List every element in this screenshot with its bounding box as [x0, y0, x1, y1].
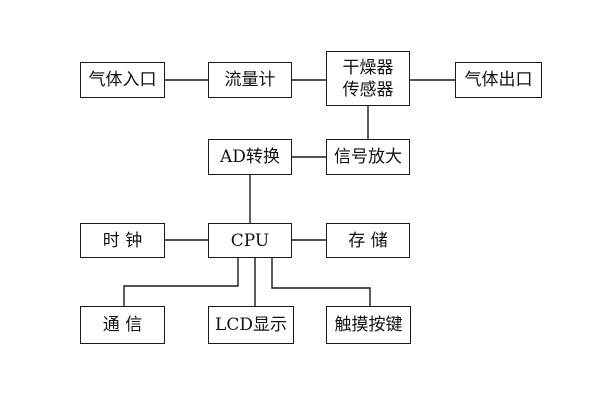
- node-gas-outlet-label: 气体出口: [464, 70, 533, 90]
- node-gas-inlet-label: 气体入口: [88, 70, 157, 90]
- edge-cpu-to-comm: [123, 258, 239, 306]
- node-storage: 存 储: [326, 223, 410, 258]
- node-lcd: LCD显示: [208, 306, 294, 344]
- node-signal-amp-label: 信号放大: [334, 147, 402, 167]
- node-cpu: CPU: [208, 223, 292, 258]
- node-ad-convert-label: AD转换: [220, 147, 280, 167]
- node-comm-label: 通 信: [102, 315, 143, 335]
- node-lcd-label: LCD显示: [215, 315, 287, 335]
- node-touch-keys-label: 触摸按键: [334, 315, 403, 335]
- node-ad-convert: AD转换: [208, 139, 292, 175]
- node-dryer-sensor-label: 干燥器 传感器: [342, 57, 394, 100]
- node-signal-amp: 信号放大: [326, 139, 410, 175]
- node-flow-meter: 流量计: [208, 62, 292, 98]
- node-dryer-sensor: 干燥器 传感器: [326, 51, 410, 106]
- node-cpu-label: CPU: [230, 230, 270, 251]
- node-storage-label: 存 储: [348, 230, 388, 251]
- node-touch-keys: 触摸按键: [326, 306, 411, 344]
- node-comm: 通 信: [80, 306, 165, 344]
- node-clock: 时 钟: [80, 223, 165, 258]
- edge-cpu-to-touch-keys: [271, 258, 371, 306]
- node-gas-outlet: 气体出口: [455, 62, 542, 98]
- node-gas-inlet: 气体入口: [80, 62, 165, 98]
- node-flow-meter-label: 流量计: [224, 70, 276, 90]
- node-clock-label: 时 钟: [102, 230, 143, 251]
